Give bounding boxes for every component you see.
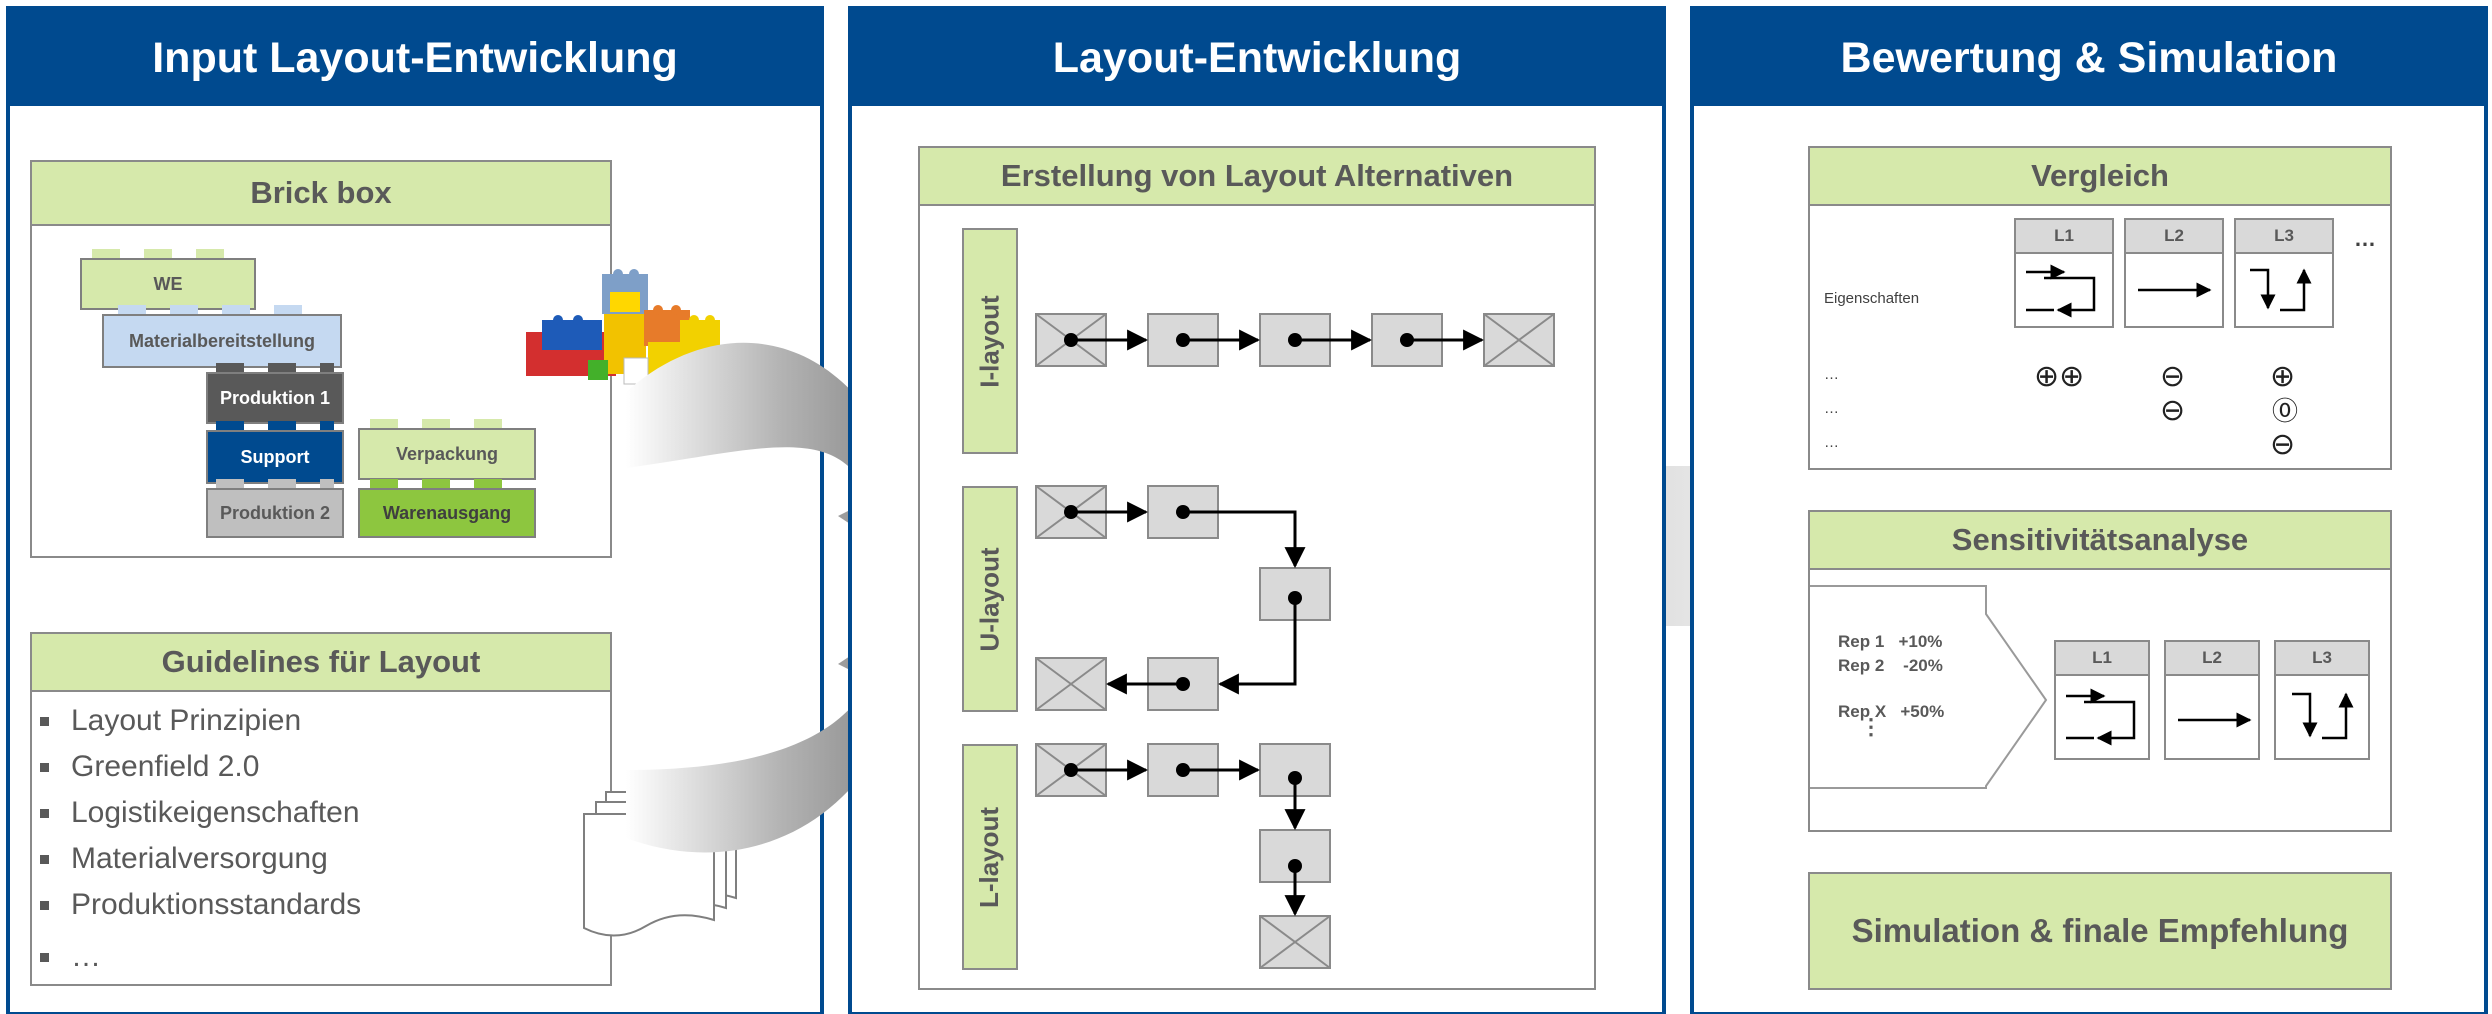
i-layout-text: I-layout (974, 294, 1005, 388)
comparison-title: Vergleich (1810, 148, 2390, 206)
comparison-row-label: … (1824, 434, 1839, 451)
bullet-icon (40, 952, 49, 962)
guideline-text: … (71, 940, 101, 973)
sensitivity-l3-header: L3 (2276, 642, 2368, 676)
comparison-more: … (2354, 226, 2376, 251)
minus-icon: ⊖ (2160, 394, 2186, 427)
i-layout-diagram (1035, 313, 1555, 367)
guideline-text: Greenfield 2.0 (71, 750, 260, 783)
guideline-item: Layout Prinzipien (40, 704, 301, 738)
comparison-row-label: … (1824, 366, 1839, 383)
guidelines-title: Guidelines für Layout (32, 634, 610, 692)
brick-produktion-1: Produktion 1 (206, 363, 344, 424)
sensitivity-flow-icons (2066, 688, 2354, 746)
brick-box-title: Brick box (32, 162, 610, 226)
bullet-icon (40, 854, 49, 864)
plus-icon: ⊕ (2270, 360, 2296, 393)
brick-materialbereitstellung: Materialbereitstellung (102, 305, 342, 368)
rep-dots: ⋮ (1860, 714, 1882, 739)
guideline-text: Materialversorgung (71, 842, 328, 875)
evaluation-column-title: Bewertung & Simulation (1694, 10, 2484, 106)
comparison-l2: L2 (2124, 218, 2224, 328)
alternatives-panel: Erstellung von Layout Alternativen (918, 146, 1596, 990)
sensitivity-title: Sensitivitätsanalyse (1810, 512, 2390, 570)
input-column-title: Input Layout-Entwicklung (10, 10, 820, 106)
brick-warenausgang: Warenausgang (358, 479, 536, 538)
guideline-item: Materialversorgung (40, 842, 328, 876)
final-title: Simulation & finale Empfehlung (1851, 912, 2349, 949)
comparison-l3: L3 (2234, 218, 2334, 328)
brick-support: Support (206, 421, 344, 484)
i-layout-label: I-layout (962, 228, 1018, 454)
l-layout-label: L-layout (962, 744, 1018, 970)
guideline-item: Logistikeigenschaften (40, 796, 360, 830)
u-layout-text: U-layout (974, 547, 1005, 651)
properties-label: Eigenschaften (1824, 290, 1920, 307)
sensitivity-l3: L3 (2274, 640, 2370, 760)
brick-produktion-2: Produktion 2 (206, 479, 344, 538)
guideline-text: Logistikeigenschaften (71, 796, 360, 829)
brick-box-panel: Brick box WE Materialbereitstellung Prod… (30, 160, 612, 558)
guideline-text: Produktionsstandards (71, 888, 362, 921)
guideline-item: … (40, 940, 101, 974)
comparison-flow-icons (2026, 264, 2312, 318)
guideline-item: Produktionsstandards (40, 888, 361, 922)
sensitivity-l2: L2 (2164, 640, 2260, 760)
comparison-l2-header: L2 (2126, 220, 2222, 254)
brick-verpackung: Verpackung (358, 419, 536, 480)
plus-plus-icon: ⊕⊕ (2034, 360, 2085, 393)
comparison-l1-header: L1 (2016, 220, 2112, 254)
l-layout-diagram (1035, 743, 1331, 969)
minus-icon: ⊖ (2160, 360, 2186, 393)
sensitivity-l1-header: L1 (2056, 642, 2148, 676)
rep-1: Rep 1 +10% (1838, 632, 1943, 651)
guideline-item: Greenfield 2.0 (40, 750, 259, 784)
minus-icon: ⊖ (2270, 428, 2296, 461)
layout-diagrams (1035, 313, 1555, 969)
rep-2: Rep 2 -20% (1838, 656, 1943, 675)
bullet-icon (40, 808, 49, 818)
layout-column-title: Layout-Entwicklung (852, 10, 1662, 106)
u-layout-label: U-layout (962, 486, 1018, 712)
guideline-text: Layout Prinzipien (71, 704, 302, 737)
comparison-l3-header: L3 (2236, 220, 2332, 254)
bullet-icon (40, 716, 49, 726)
final-panel: Simulation & finale Empfehlung (1808, 872, 2392, 990)
comparison-row-label: … (1824, 400, 1839, 417)
guidelines-panel: Guidelines für Layout (30, 632, 612, 986)
alternatives-title: Erstellung von Layout Alternativen (920, 148, 1594, 206)
u-layout-diagram (1035, 485, 1331, 711)
sensitivity-arrow (1810, 585, 2048, 789)
bullet-icon (40, 900, 49, 910)
sensitivity-l2-header: L2 (2166, 642, 2258, 676)
rep-x: Rep X +50% (1838, 702, 1945, 721)
l-layout-text: L-layout (974, 806, 1005, 908)
zero-icon: ⓪ (2272, 396, 2299, 426)
bullet-icon (40, 762, 49, 772)
